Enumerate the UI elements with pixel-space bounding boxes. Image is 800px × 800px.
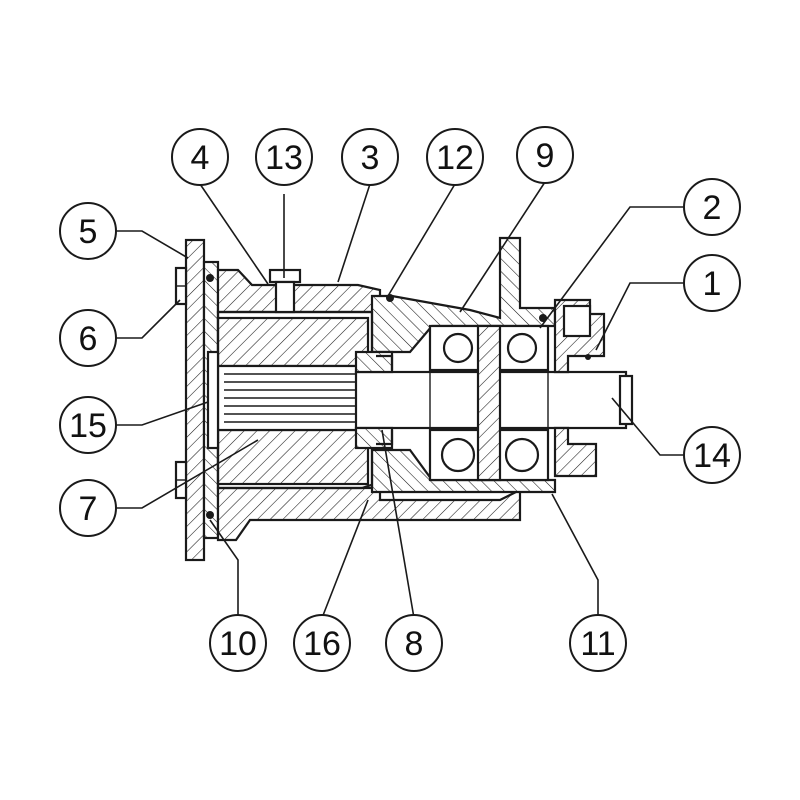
pump-housing [216, 236, 557, 542]
splined-hub [206, 350, 368, 450]
top-screw [268, 268, 302, 314]
callout-15-label: 15 [69, 407, 107, 445]
callout-7-label: 7 [79, 490, 98, 528]
callout-5-label: 5 [79, 213, 98, 251]
callout-11-label: 11 [580, 625, 615, 663]
callout-7: 7 [59, 479, 117, 537]
callout-6: 6 [59, 309, 117, 367]
callout-15: 15 [59, 396, 117, 454]
callout-6-label: 6 [79, 320, 98, 358]
callout-11: 11 [569, 614, 627, 672]
callout-13: 13 [255, 128, 313, 186]
callout-14: 14 [683, 426, 741, 484]
callout-8: 8 [385, 614, 443, 672]
callout-14-label: 14 [693, 437, 731, 475]
callout-9-label: 9 [536, 137, 555, 175]
callout-2: 2 [683, 178, 741, 236]
bearings [428, 324, 550, 482]
callout-4: 4 [171, 128, 229, 186]
callout-10-label: 10 [219, 625, 257, 663]
callout-3: 3 [341, 128, 399, 186]
callout-16: 16 [293, 614, 351, 672]
callout-13-label: 13 [265, 139, 303, 177]
callout-1-label: 1 [703, 265, 722, 303]
callout-8-label: 8 [405, 625, 424, 663]
cover-screws [174, 266, 188, 500]
callout-9: 9 [516, 126, 574, 184]
callout-1: 1 [683, 254, 741, 312]
callout-3-label: 3 [361, 139, 380, 177]
callout-5: 5 [59, 202, 117, 260]
callout-2-label: 2 [703, 189, 722, 227]
callout-4-label: 4 [191, 139, 210, 177]
callout-12: 12 [426, 128, 484, 186]
callout-12-label: 12 [436, 139, 474, 177]
bearing-cover [553, 298, 606, 478]
o-rings [206, 274, 547, 519]
leader-lines [116, 181, 685, 619]
callout-16-label: 16 [303, 625, 341, 663]
callout-10: 10 [209, 614, 267, 672]
